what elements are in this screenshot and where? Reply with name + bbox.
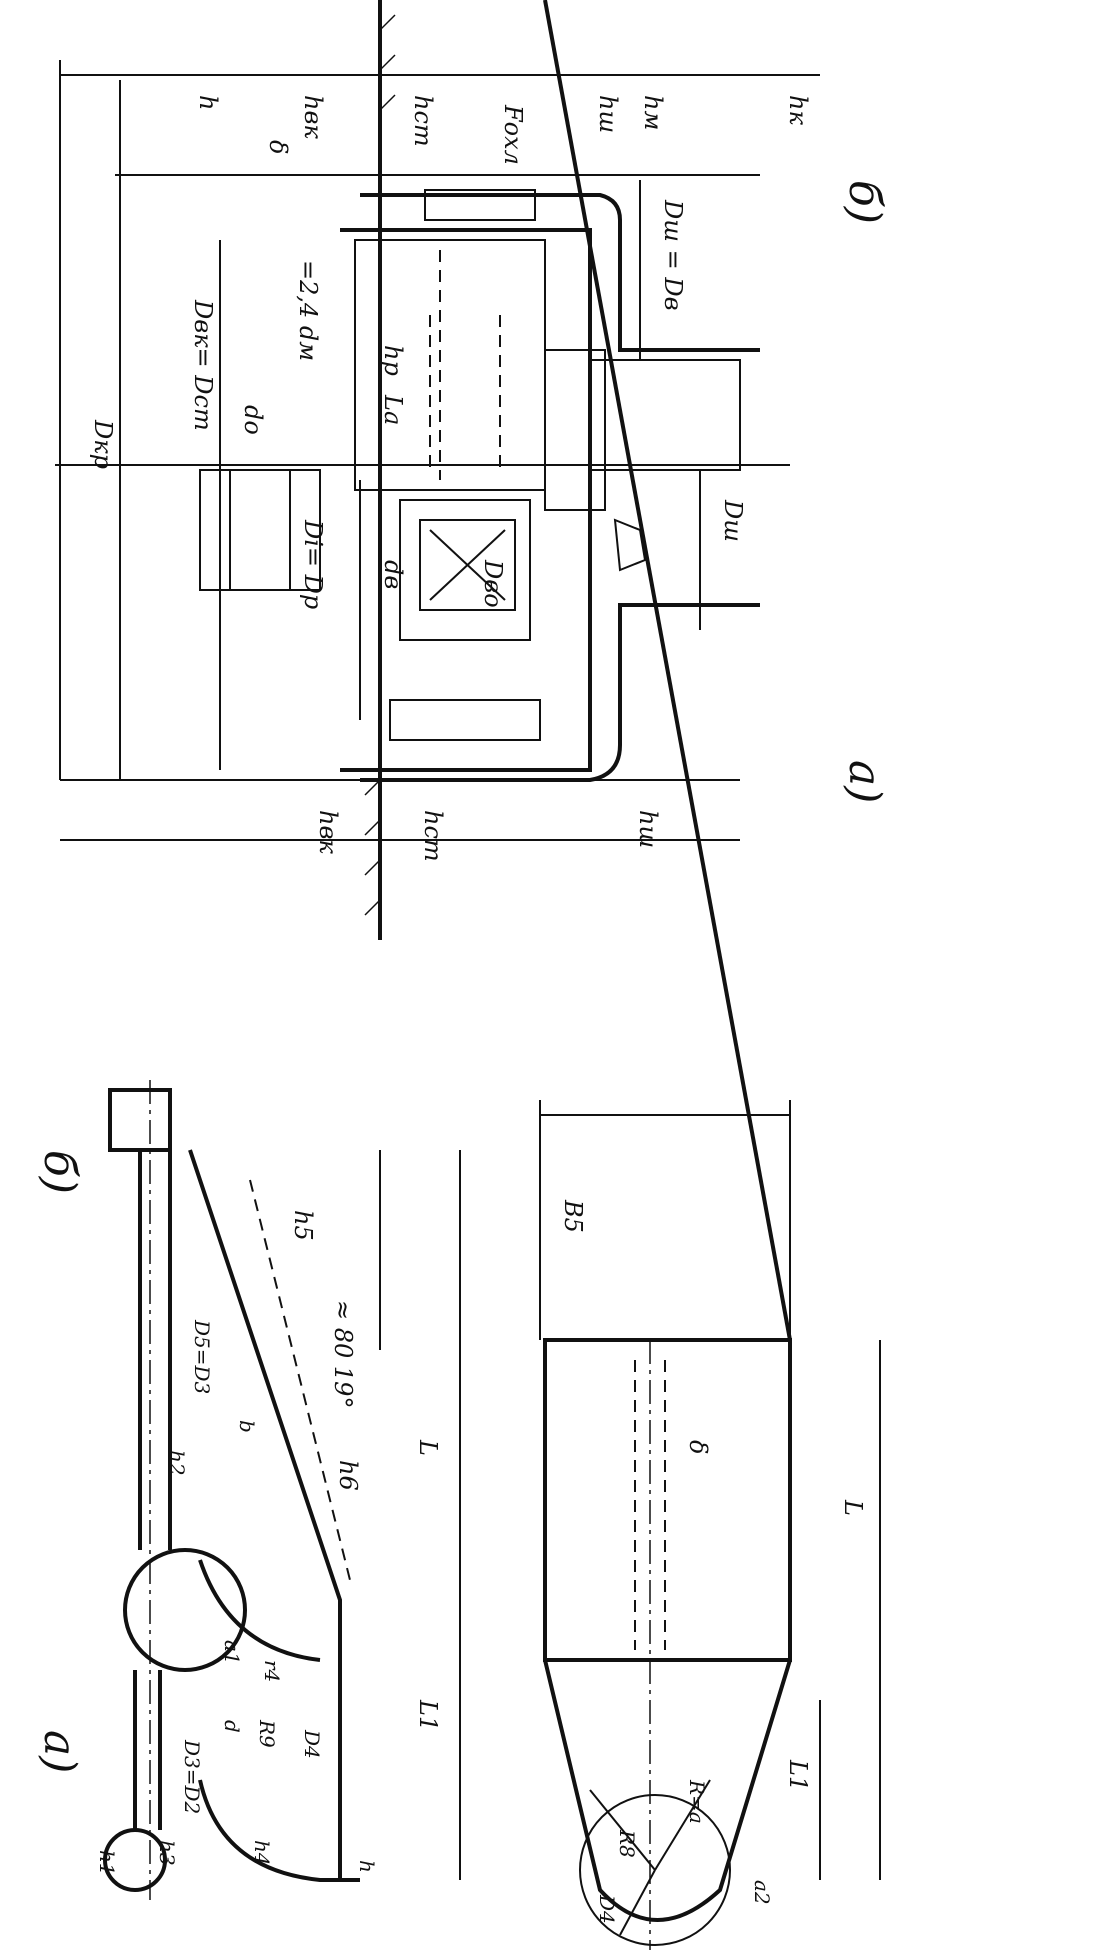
main-bulb bbox=[123, 1548, 247, 1672]
label-h-st-top: hст bbox=[409, 95, 437, 147]
label-h-vk-top: hвк bbox=[299, 95, 327, 139]
plan-view bbox=[539, 0, 792, 1950]
side-view-profile bbox=[103, 1080, 360, 1900]
label-d3-d2: D3=D2 bbox=[180, 1739, 204, 1814]
label-L: L bbox=[414, 1439, 442, 1456]
label-eq-2-4-dm: =2,4 dм bbox=[294, 260, 322, 361]
label-L1-plan: L1 bbox=[784, 1759, 812, 1791]
label-delta: δ bbox=[264, 140, 292, 154]
lower-figure: а) б) h5 h6 ≈ 80 19° L L1 D5=D3 D3=D2 h2… bbox=[34, 0, 881, 1950]
label-d-kr: Dкр bbox=[89, 419, 117, 469]
label-delta-plan: δ bbox=[684, 1440, 712, 1454]
label-l-a: Lа bbox=[379, 394, 407, 425]
label-h-k-top: hк bbox=[784, 95, 812, 125]
label-h4: h4 bbox=[250, 1840, 274, 1866]
lower-panel-b-label: б) bbox=[34, 1150, 85, 1194]
label-b5: B5 bbox=[559, 1199, 587, 1233]
label-d: d bbox=[220, 1720, 244, 1733]
lower-panel-a-label: а) bbox=[34, 1730, 85, 1773]
label-di-dr: Di= Dр bbox=[299, 519, 327, 609]
label-d-sh: Dш bbox=[719, 499, 747, 542]
label-d4-plan: D4 bbox=[595, 1894, 619, 1924]
upper-panel-b-label: б) bbox=[839, 180, 890, 224]
upper-figure: а) б) Dкр Dвк= Dст Di= Dр dо dв Dво δ =2… bbox=[55, 0, 890, 940]
label-r9: R9 bbox=[255, 1719, 279, 1748]
label-h-r: hр bbox=[379, 345, 407, 376]
label-h: h bbox=[355, 1860, 379, 1873]
dashed-incline bbox=[249, 1179, 351, 1581]
label-d-sh-dv: Dш = Dв bbox=[659, 199, 687, 311]
label-d4: D4 bbox=[300, 1729, 324, 1759]
hatched-wall-left bbox=[364, 0, 396, 940]
label-h6: h6 bbox=[334, 1460, 362, 1491]
label-a1: а1 bbox=[220, 1640, 244, 1665]
label-b: b bbox=[235, 1420, 259, 1433]
label-h3: h3 bbox=[155, 1840, 179, 1866]
label-h5: h5 bbox=[289, 1210, 317, 1241]
label-L-plan: L bbox=[839, 1499, 867, 1516]
label-r8: R8 bbox=[615, 1829, 639, 1858]
label-h1: h1 bbox=[95, 1850, 119, 1876]
label-h2: h2 bbox=[165, 1450, 189, 1476]
label-h-sh-top: hш bbox=[594, 95, 622, 133]
label-d-o: dо bbox=[239, 405, 267, 435]
label-h-st-bottom: hст bbox=[419, 810, 447, 862]
label-angle: ≈ 80 19° bbox=[329, 1300, 357, 1408]
label-d-v: dв bbox=[379, 560, 407, 589]
label-a2: а2 bbox=[750, 1880, 774, 1905]
label-h-vk-bottom: hвк bbox=[314, 810, 342, 854]
label-r-a: R=а bbox=[685, 1779, 709, 1824]
label-r4: r4 bbox=[260, 1660, 284, 1682]
upper-panel-a-label: а) bbox=[839, 760, 890, 803]
label-d5-d3: D5=D3 bbox=[190, 1319, 214, 1394]
label-d-vk-dst: Dвк= Dст bbox=[189, 299, 217, 431]
label-L1: L1 bbox=[414, 1699, 442, 1731]
label-h-sh-bottom: hш bbox=[634, 810, 662, 848]
label-h-m-top: hм bbox=[639, 95, 667, 130]
label-f-okhl: Fохл bbox=[499, 104, 527, 165]
motor-casing bbox=[199, 189, 760, 782]
label-d-vo: Dво bbox=[479, 559, 507, 608]
label-h-top: h bbox=[194, 95, 222, 110]
plan-circle bbox=[579, 1794, 731, 1946]
